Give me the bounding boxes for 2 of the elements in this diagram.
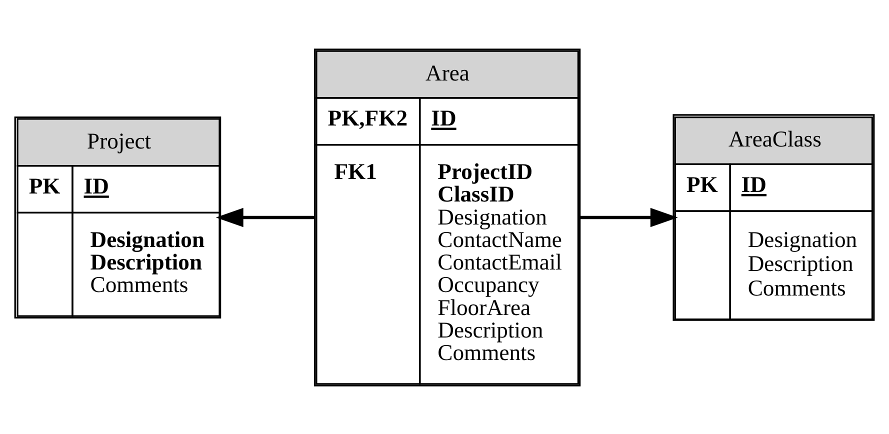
arrow [580,207,678,227]
arrow [216,207,315,227]
